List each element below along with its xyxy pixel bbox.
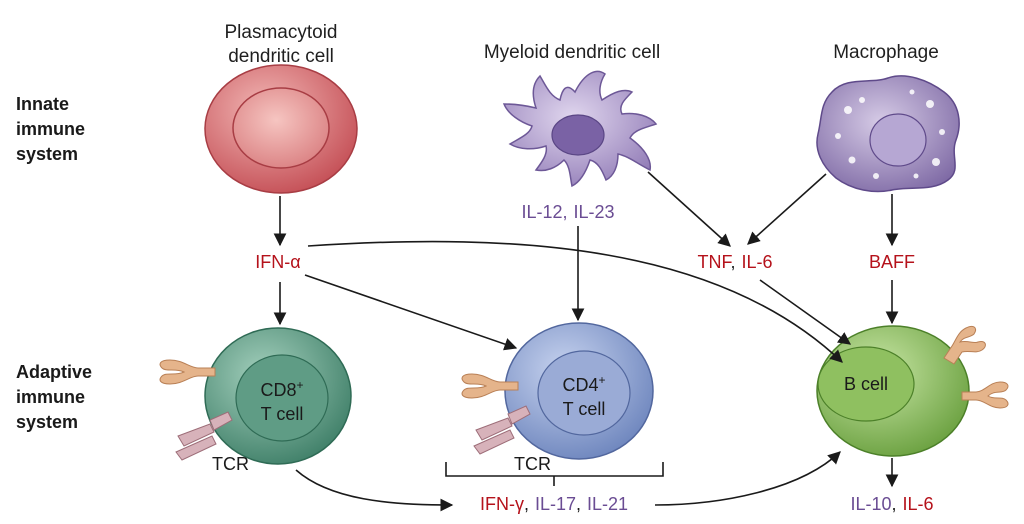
macrophage-title: Macrophage <box>833 42 939 63</box>
cd8-to-effector-arrow <box>295 469 454 512</box>
tnf-il6-label: TNF,IL-6 <box>697 252 772 272</box>
cd8-receptor-icon <box>159 359 216 385</box>
baff-label: BAFF <box>869 252 915 272</box>
pdc-title-2: dendritic cell <box>228 46 334 67</box>
tnf-to-bcell-arrow <box>759 279 852 345</box>
cd4-receptor-icon <box>461 373 519 399</box>
cd4-tcr-label: TCR <box>514 454 551 474</box>
pdc-cell <box>204 64 358 194</box>
adaptive-label-2: immune <box>16 387 85 407</box>
mdc-cell <box>502 70 658 188</box>
cd4-label: CD4+ <box>562 373 605 395</box>
cd4-t-cell <box>504 322 654 460</box>
mdc-title: Myeloid dendritic cell <box>484 42 660 63</box>
b-cell <box>816 325 970 457</box>
effector-to-bcell-arrow <box>654 451 841 506</box>
cd8-t-cell <box>204 327 352 465</box>
pdc-title: Plasmacytoid <box>225 22 338 43</box>
cd4-label-2: T cell <box>563 399 606 419</box>
innate-label-3: system <box>16 144 78 164</box>
ifn-to-bcell-arrow <box>307 240 843 363</box>
il12-il23-label: IL-12,IL-23 <box>521 202 614 222</box>
adaptive-label-3: system <box>16 412 78 432</box>
b-cell-receptor-2-icon <box>961 381 1009 409</box>
b-cell-label: B cell <box>844 374 888 394</box>
cd8-tcr-label: TCR <box>212 454 249 474</box>
cd8-label: CD8+ <box>260 378 303 400</box>
mdc-to-tnf-arrow <box>647 171 731 247</box>
innate-label-2: immune <box>16 119 85 139</box>
cd8-label-2: T cell <box>261 404 304 424</box>
b-cell-receptor-icon <box>943 325 986 365</box>
innate-label: Innate <box>16 94 69 114</box>
macrophage-cell <box>816 75 960 193</box>
ifn-alpha-label: IFN-α <box>255 252 300 272</box>
cd8-tcr-icon <box>175 411 233 461</box>
adaptive-label: Adaptive <box>16 362 92 382</box>
macrophage-to-tnf-arrow <box>747 173 827 245</box>
t-cell-bracket <box>445 462 664 486</box>
cd4-tcr-icon <box>473 405 531 455</box>
ifn-to-cd4-arrow <box>304 274 518 351</box>
b-cell-output-label: IL-10,IL-6 <box>850 494 933 514</box>
effector-cytokines-label: IFN-γ,IL-17,IL-21 <box>480 494 628 514</box>
